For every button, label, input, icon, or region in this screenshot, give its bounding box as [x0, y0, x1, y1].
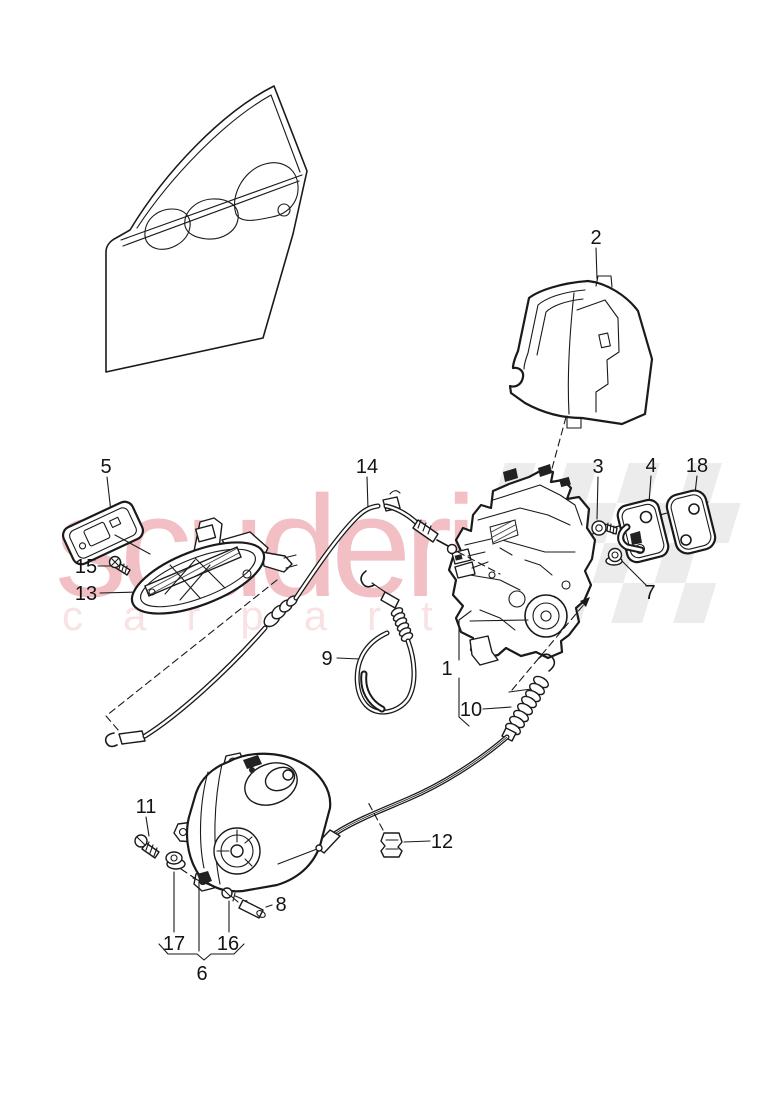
callout-labels: 2 5 14 15 13 3 4 18 7 9 1 10 11 12 8 17 … — [75, 227, 708, 985]
clip-dashed-leader — [367, 801, 384, 831]
part-label-13: 13 — [75, 583, 97, 605]
part-label-9: 9 — [321, 648, 332, 670]
leader-3 — [596, 476, 599, 520]
cable-loop-9 — [336, 570, 417, 715]
cable-clip-12 — [367, 801, 431, 858]
callout-1-bracket — [458, 610, 529, 727]
leader-14 — [366, 476, 369, 510]
leader-9 — [336, 657, 361, 660]
part-label-1: 1 — [441, 658, 452, 680]
part-label-14: 14 — [356, 456, 378, 478]
handle-cable-dashed-leader — [105, 579, 278, 732]
part-label-5: 5 — [100, 456, 111, 478]
lock-cable-10 — [276, 653, 556, 878]
part-label-8: 8 — [275, 894, 286, 916]
part-label-10: 10 — [460, 699, 482, 721]
leader-11 — [145, 816, 150, 837]
part-label-18: 18 — [686, 455, 708, 477]
car-door-outline — [105, 85, 308, 373]
screw-11 — [134, 816, 160, 859]
leader-12 — [403, 840, 431, 843]
leader-4 — [648, 475, 652, 504]
leader-13 — [99, 591, 139, 594]
nut-7 — [605, 547, 647, 586]
gasket-18 — [665, 475, 717, 555]
handle-trim-cover-5 — [61, 476, 151, 566]
part-label-2: 2 — [590, 227, 601, 249]
screw-16 — [221, 887, 239, 933]
part-label-4: 4 — [645, 455, 656, 477]
interior-handle-13 — [99, 517, 298, 732]
part-label-15: 15 — [75, 556, 97, 578]
leader-8 — [265, 904, 273, 908]
part-label-17: 17 — [163, 933, 185, 955]
part-label-7: 7 — [644, 582, 655, 604]
screw-15 — [97, 555, 131, 576]
leader-7 — [621, 560, 647, 586]
part-label-3: 3 — [592, 456, 603, 478]
screw-3 — [591, 476, 618, 536]
part-label-6: 6 — [196, 963, 207, 985]
pin-8 — [238, 899, 273, 919]
leader-10 — [482, 706, 512, 710]
lock-actuator-6 — [173, 752, 332, 902]
leader-5 — [106, 476, 112, 513]
callout-6-bracket — [158, 879, 245, 961]
leader-2 — [595, 247, 598, 280]
bowden-cable-14 — [104, 476, 501, 748]
part-label-16: 16 — [217, 933, 239, 955]
lock-cover-part — [508, 247, 654, 499]
nut-17 — [165, 851, 186, 933]
striker-plate-4 — [616, 475, 670, 564]
door-lock-mechanism — [447, 464, 709, 666]
part-label-11: 11 — [136, 796, 157, 818]
actuator-dashed-leaders — [180, 868, 248, 902]
part-label-12: 12 — [431, 831, 453, 853]
cable-14-dashed-leader — [457, 551, 501, 575]
